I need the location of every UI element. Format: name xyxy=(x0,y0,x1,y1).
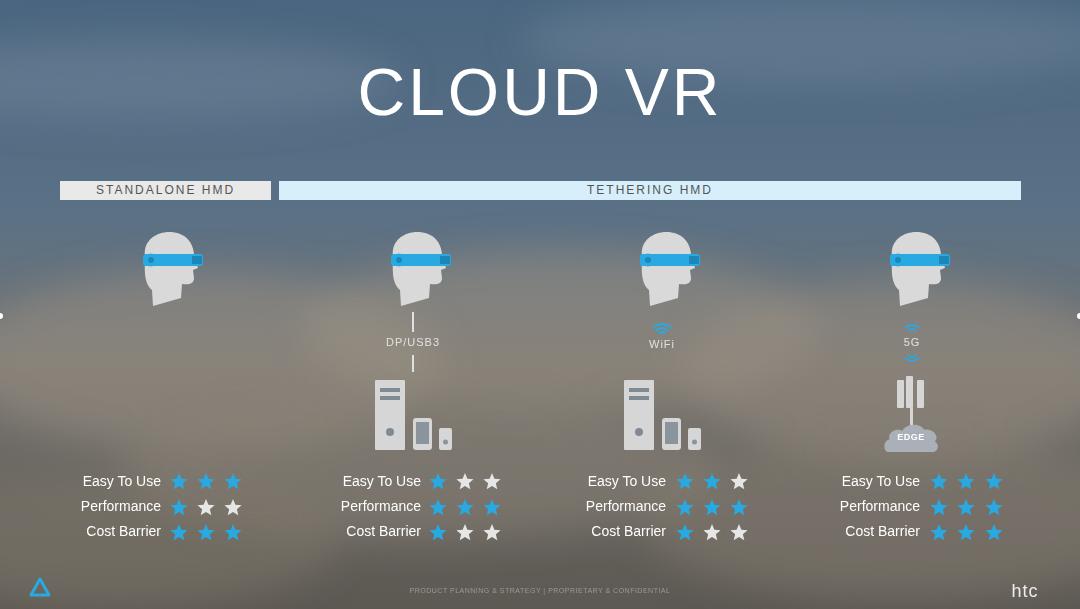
connection-label: DP/USB3 xyxy=(386,336,440,349)
rating-star xyxy=(456,524,473,540)
edge-dot xyxy=(1077,313,1080,319)
rating-star xyxy=(676,499,693,515)
vive-logo xyxy=(31,579,49,595)
rating-star xyxy=(224,499,241,515)
band-label: STANDALONE HMD xyxy=(96,184,235,198)
rating-label: Easy To Use xyxy=(842,473,920,489)
rating-star xyxy=(429,473,446,489)
rating-star xyxy=(703,499,720,515)
rating-label: Cost Barrier xyxy=(591,523,666,539)
headset-user-icon xyxy=(890,232,950,306)
rating-label: Cost Barrier xyxy=(346,523,421,539)
rating-star xyxy=(730,473,747,489)
rating-label: Performance xyxy=(81,498,161,514)
headset-user-icon xyxy=(143,232,203,306)
rating-star xyxy=(170,499,187,515)
rating-label: Performance xyxy=(586,498,666,514)
rating-label: Easy To Use xyxy=(343,473,421,489)
rating-label: Performance xyxy=(341,498,421,514)
rating-star xyxy=(985,499,1002,515)
cloud-outline xyxy=(884,424,937,451)
rating-star xyxy=(957,524,974,540)
rating-star xyxy=(930,524,947,540)
rating-star xyxy=(429,499,446,515)
rating-star xyxy=(730,524,747,540)
rating-label: Easy To Use xyxy=(588,473,666,489)
cable-line xyxy=(412,312,414,332)
rating-label: Performance xyxy=(840,498,920,514)
rating-star xyxy=(985,473,1002,489)
edge-label: EDGE xyxy=(897,432,925,442)
band-label: TETHERING HMD xyxy=(587,184,713,198)
rating-star xyxy=(429,524,446,540)
rating-star xyxy=(483,524,500,540)
rating-star xyxy=(224,473,241,489)
rating-star xyxy=(483,499,500,515)
rating-star xyxy=(170,473,187,489)
rating-star xyxy=(957,499,974,515)
pc-phone-device-icon xyxy=(624,380,701,450)
rating-star xyxy=(676,473,693,489)
cable-line xyxy=(412,355,414,372)
brand-logo-text: htc xyxy=(1011,581,1038,602)
rating-star xyxy=(483,473,500,489)
wifi-symbol xyxy=(654,324,671,333)
headset-user-icon xyxy=(391,232,451,306)
rating-star xyxy=(224,524,241,540)
rating-label: Cost Barrier xyxy=(86,523,161,539)
edge-cloud-node: EDGE xyxy=(884,424,938,453)
headset-user-icon xyxy=(640,232,700,306)
category-band: TETHERING HMD xyxy=(279,181,1021,200)
rating-star xyxy=(930,499,947,515)
rating-star xyxy=(456,499,473,515)
rating-star xyxy=(197,524,214,540)
rating-star xyxy=(957,473,974,489)
antenna-tower-icon xyxy=(897,376,924,428)
rating-label: Cost Barrier xyxy=(845,523,920,539)
rating-star xyxy=(197,499,214,515)
rating-star xyxy=(170,524,187,540)
slide-title: CLOUD VR xyxy=(0,59,1080,125)
rating-label: Easy To Use xyxy=(83,473,161,489)
connection-label: 5G xyxy=(904,336,921,349)
rating-star xyxy=(730,499,747,515)
category-band: STANDALONE HMD xyxy=(60,181,271,200)
rating-star xyxy=(676,524,693,540)
connection-label: WiFi xyxy=(649,338,675,351)
rating-star xyxy=(930,473,947,489)
rating-star xyxy=(703,524,720,540)
rating-star xyxy=(197,473,214,489)
rating-star xyxy=(456,473,473,489)
edge-dot xyxy=(0,313,3,319)
rating-star xyxy=(985,524,1002,540)
rating-star xyxy=(703,473,720,489)
pc-phone-device-icon xyxy=(375,380,452,450)
footer-note: PRODUCT PLANNING & STRATEGY | PROPRIETAR… xyxy=(410,587,671,595)
star-ratings xyxy=(170,473,1002,540)
